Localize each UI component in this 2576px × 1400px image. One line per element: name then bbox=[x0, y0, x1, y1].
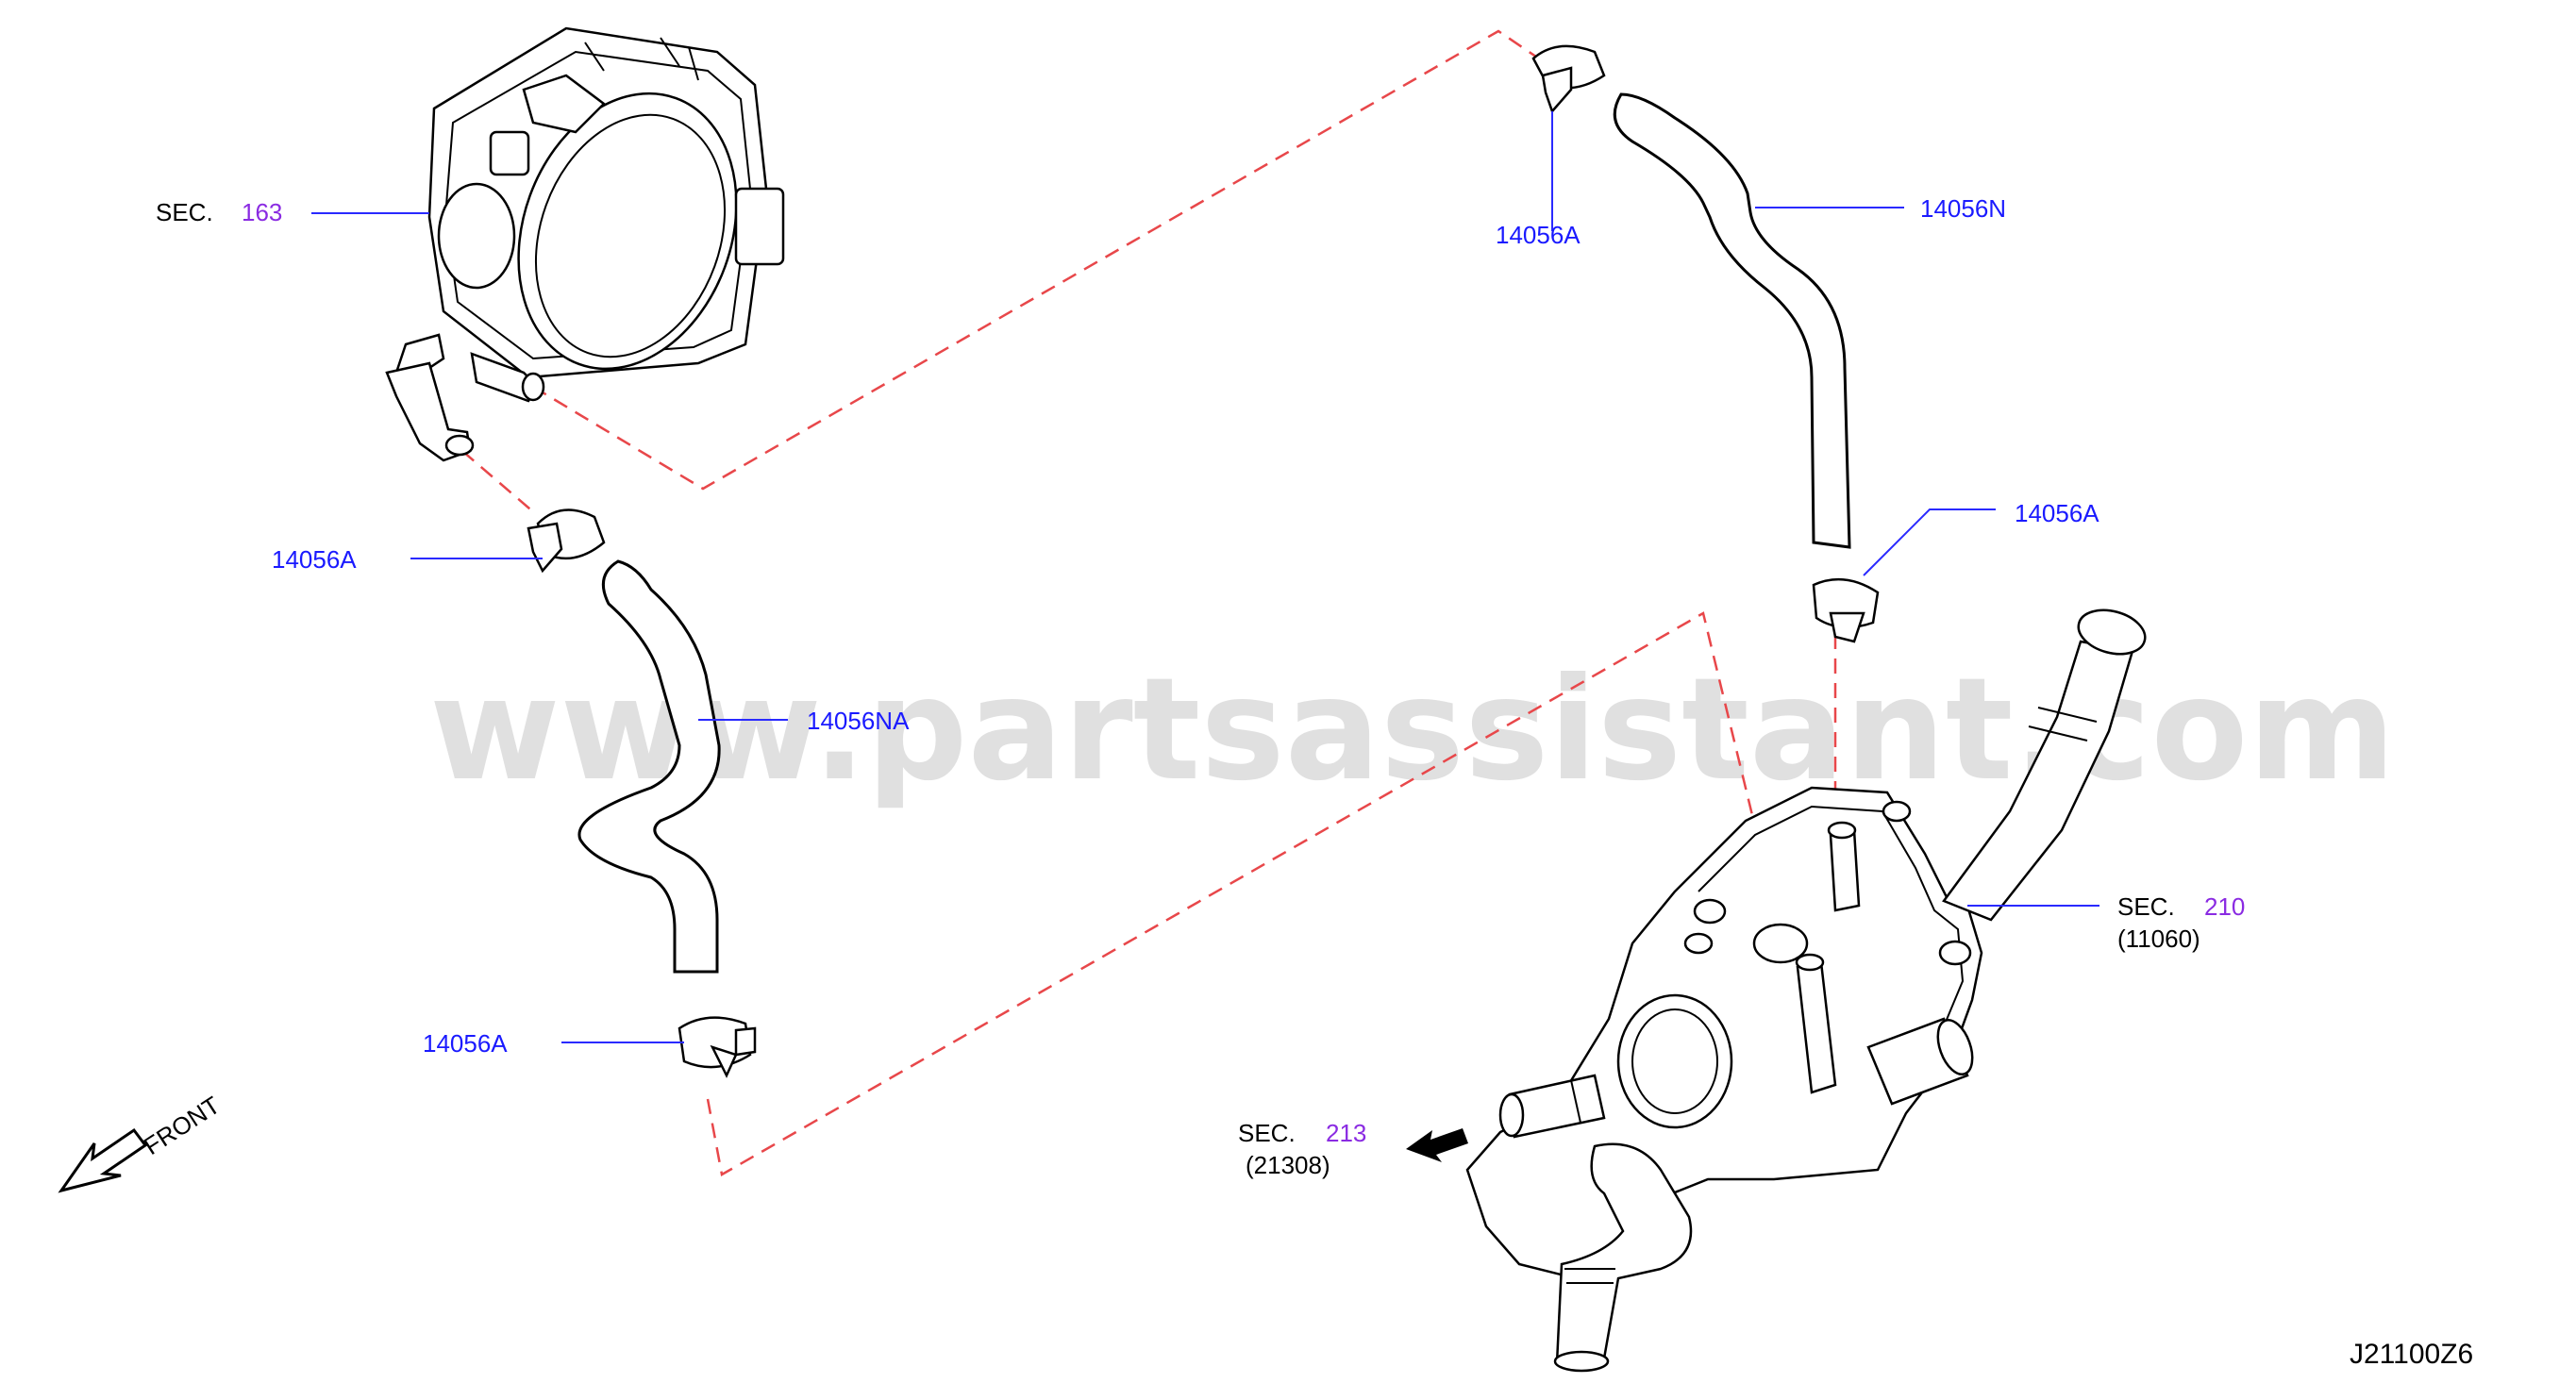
part-label-clamp-left[interactable]: 14056A bbox=[272, 545, 357, 574]
part-label-hose-lower[interactable]: 14056NA bbox=[807, 707, 910, 735]
part-label-clamp-right[interactable]: 14056A bbox=[2015, 499, 2099, 527]
sec-213-link[interactable]: 213 bbox=[1326, 1119, 1366, 1147]
sec-210-link[interactable]: 210 bbox=[2204, 892, 2245, 921]
route-throttle-to-upper-clamp bbox=[532, 29, 1558, 491]
leader-lines bbox=[311, 111, 2099, 1043]
part-label-clamp-lower-left[interactable]: 14056A bbox=[423, 1029, 508, 1058]
thermostat-housing bbox=[1465, 608, 2147, 1373]
sec-213-prefix: SEC. bbox=[1238, 1119, 1296, 1147]
front-arrow-icon bbox=[58, 1127, 148, 1193]
clamp-right bbox=[1812, 577, 1880, 643]
clamp-top bbox=[1531, 44, 1606, 114]
outlet-direction-arrow bbox=[1406, 1128, 1468, 1162]
front-label: FRONT bbox=[139, 1091, 226, 1160]
sec-210-part-ref: (11060) bbox=[2117, 925, 2200, 953]
sec-210-prefix: SEC. bbox=[2117, 892, 2175, 921]
diagram-code: J21100Z6 bbox=[2350, 1339, 2473, 1370]
route-throttle-to-left-clamp bbox=[461, 450, 537, 515]
sec-163-prefix: SEC. bbox=[156, 198, 213, 226]
hose-lower-14056NA bbox=[577, 559, 721, 974]
part-label-clamp-top[interactable]: 14056A bbox=[1496, 221, 1581, 249]
clamp-left bbox=[527, 508, 606, 574]
throttle-body bbox=[385, 26, 785, 462]
sec-163-link[interactable]: 163 bbox=[242, 198, 282, 226]
part-label-hose-upper[interactable]: 14056N bbox=[1920, 194, 2006, 223]
route-lower-clamp-to-housing bbox=[706, 611, 1785, 1176]
sec-213-part-ref: (21308) bbox=[1246, 1151, 1330, 1179]
clamp-lower-left bbox=[677, 1016, 757, 1078]
hose-upper-14056N bbox=[1613, 92, 1851, 549]
leader-clamp-right bbox=[1863, 508, 1996, 576]
